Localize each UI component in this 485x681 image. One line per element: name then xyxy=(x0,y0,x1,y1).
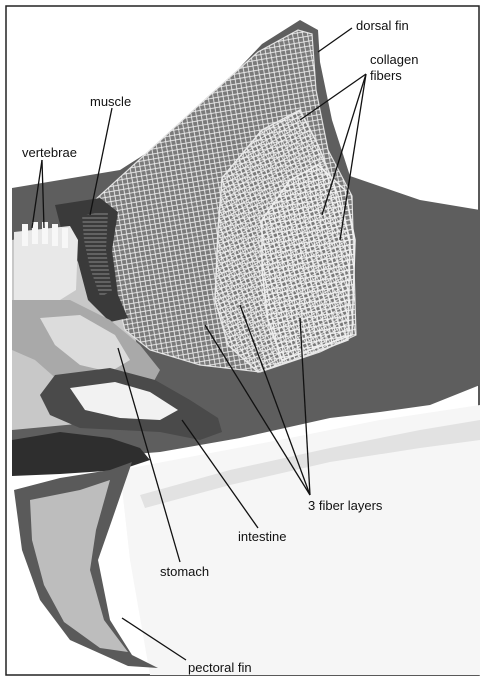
label-3-fiber-layers: 3 fiber layers xyxy=(308,498,383,513)
label-vertebrae: vertebrae xyxy=(22,145,77,160)
label-collagen-fibers-line2: fibers xyxy=(370,68,402,83)
label-intestine: intestine xyxy=(238,529,286,544)
label-muscle: muscle xyxy=(90,94,131,109)
label-dorsal-fin: dorsal fin xyxy=(356,18,409,33)
label-collagen-fibers-line1: collagen xyxy=(370,52,418,67)
vertebrae-column xyxy=(14,222,78,300)
label-pectoral-fin: pectoral fin xyxy=(188,660,252,675)
label-stomach: stomach xyxy=(160,564,209,579)
